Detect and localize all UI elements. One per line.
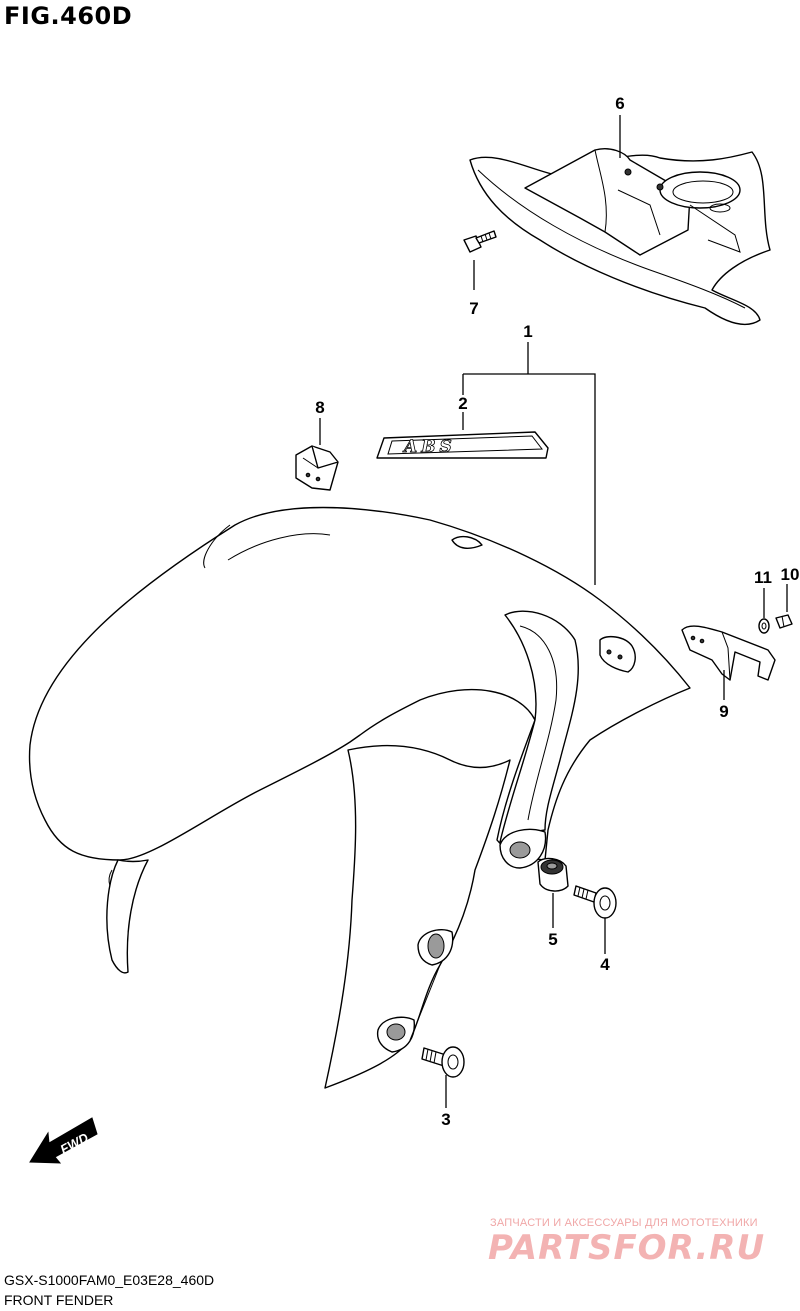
callout-6: 6 [615,94,624,113]
callout-10: 10 [781,565,800,584]
inner-fender-part-6 [469,148,771,326]
callout-11: 11 [754,568,772,587]
callout-7: 7 [469,299,478,318]
screw-part-10 [775,614,793,629]
bolt-part-4 [573,885,617,919]
callout-8: 8 [315,398,324,417]
figure-code: GSX-S1000FAM0_E03E28_460D [4,1272,215,1288]
bolt-part-3 [421,1046,465,1078]
grommet-part-5 [537,857,569,892]
nut-part-11 [758,618,770,634]
fwd-arrow-icon: FWD [29,1117,98,1164]
callout-4: 4 [600,955,610,974]
watermark-subtitle: ЗАПЧАСТИ И АКСЕССУАРЫ ДЛЯ МОТОТЕХНИКИ [490,1217,758,1229]
leader-lines [319,115,788,1108]
callout-3: 3 [441,1110,450,1129]
abs-emblem-text: ABS [402,437,456,457]
screw-part-7 [463,230,497,253]
clip-part-8 [295,445,339,491]
callout-labels: 6 7 1 2 8 11 10 9 5 4 3 [315,94,799,1129]
figure-name: FRONT FENDER [4,1292,114,1308]
watermark-logo: PARTSFOR.RU [488,1228,766,1268]
bracket-part-9 [681,625,776,681]
front-fender-part-1 [28,506,691,1089]
abs-emblem-icon: ABS [376,431,549,459]
callout-1: 1 [523,322,532,341]
callout-2: 2 [458,394,467,413]
callout-9: 9 [719,702,728,721]
figure-title: FIG.460D [4,2,133,30]
callout-5: 5 [548,930,557,949]
